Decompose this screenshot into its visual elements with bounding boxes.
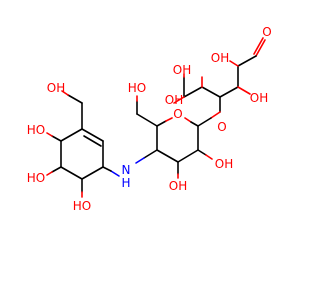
cyclohexene-bonds xyxy=(46,90,158,198)
chain-bonds xyxy=(173,37,266,113)
amine-hydrogen-label: H xyxy=(121,176,130,190)
ether-oxygen-label: O xyxy=(217,120,226,134)
ring-hydroxyl-label: OH xyxy=(215,157,233,171)
cyclohexene-hydroxyl-label: HO xyxy=(73,199,91,213)
cyclohexene-hydroxymethyl-label: OH xyxy=(47,81,65,95)
chain-hydroxyl-label: OH xyxy=(165,93,183,107)
aldehyde-oxygen-label: O xyxy=(262,25,271,39)
ring-hydroxymethyl-label: HO xyxy=(128,81,146,95)
pyranose-bonds xyxy=(136,95,221,179)
atom-labels: O OH OH OH OH O O HO OH OH N H OH HO HO … xyxy=(27,25,272,213)
molecule-structure: O OH OH OH OH O O HO OH OH N H OH HO HO … xyxy=(27,25,272,213)
chain-hydroxyl-label: OH xyxy=(250,91,268,105)
ring-hydroxyl-label: OH xyxy=(169,179,187,193)
cyclohexene-hydroxyl-label: HO xyxy=(27,123,45,137)
chain-hydroxyl-label: OH xyxy=(211,51,229,65)
cyclohexene-hydroxyl-label: HO xyxy=(27,171,45,185)
chain-hydroxyl-label: OH xyxy=(173,63,191,77)
amine-nitrogen-label: N xyxy=(122,163,131,177)
ring-oxygen-label: O xyxy=(173,107,182,121)
